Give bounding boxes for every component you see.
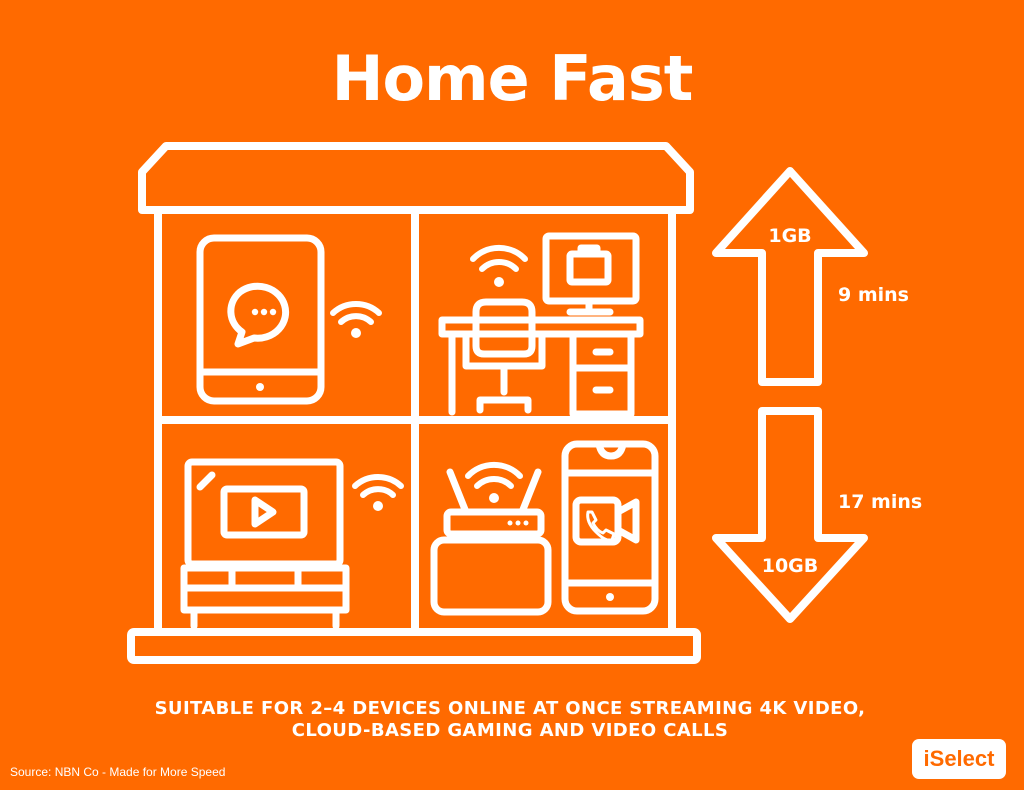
caption: SUITABLE FOR 2–4 DEVICES ONLINE AT ONCE … — [100, 698, 920, 742]
wifi-icon — [465, 461, 523, 503]
download-time-label: 17 mins — [838, 491, 922, 513]
wifi-icon — [470, 244, 528, 287]
upload-arrow-icon — [712, 167, 868, 386]
desk-computer-icon — [438, 232, 644, 418]
roof-icon — [138, 142, 694, 214]
page-title: Home Fast — [331, 42, 694, 115]
iselect-logo: iSelect — [912, 739, 1006, 779]
router-icon — [430, 468, 552, 616]
office-chair-icon — [462, 298, 546, 414]
upload-time-label: 9 mins — [838, 284, 909, 306]
download-arrow-icon — [712, 407, 868, 623]
download-size-label: 10GB — [762, 555, 819, 577]
wifi-icon — [352, 474, 404, 511]
caption-line-2: CLOUD-BASED GAMING AND VIDEO CALLS — [291, 720, 729, 741]
tablet-chat-icon — [196, 234, 325, 405]
tv-play-icon — [180, 458, 350, 630]
wifi-icon — [330, 301, 382, 338]
house-walls — [154, 206, 676, 636]
upload-size-label: 1GB — [768, 225, 811, 247]
phone-video-call-icon — [561, 440, 659, 615]
source-note: Source: NBN Co - Made for More Speed — [10, 765, 226, 779]
house-base — [127, 628, 701, 664]
caption-line-1: SUITABLE FOR 2–4 DEVICES ONLINE AT ONCE … — [154, 698, 866, 719]
